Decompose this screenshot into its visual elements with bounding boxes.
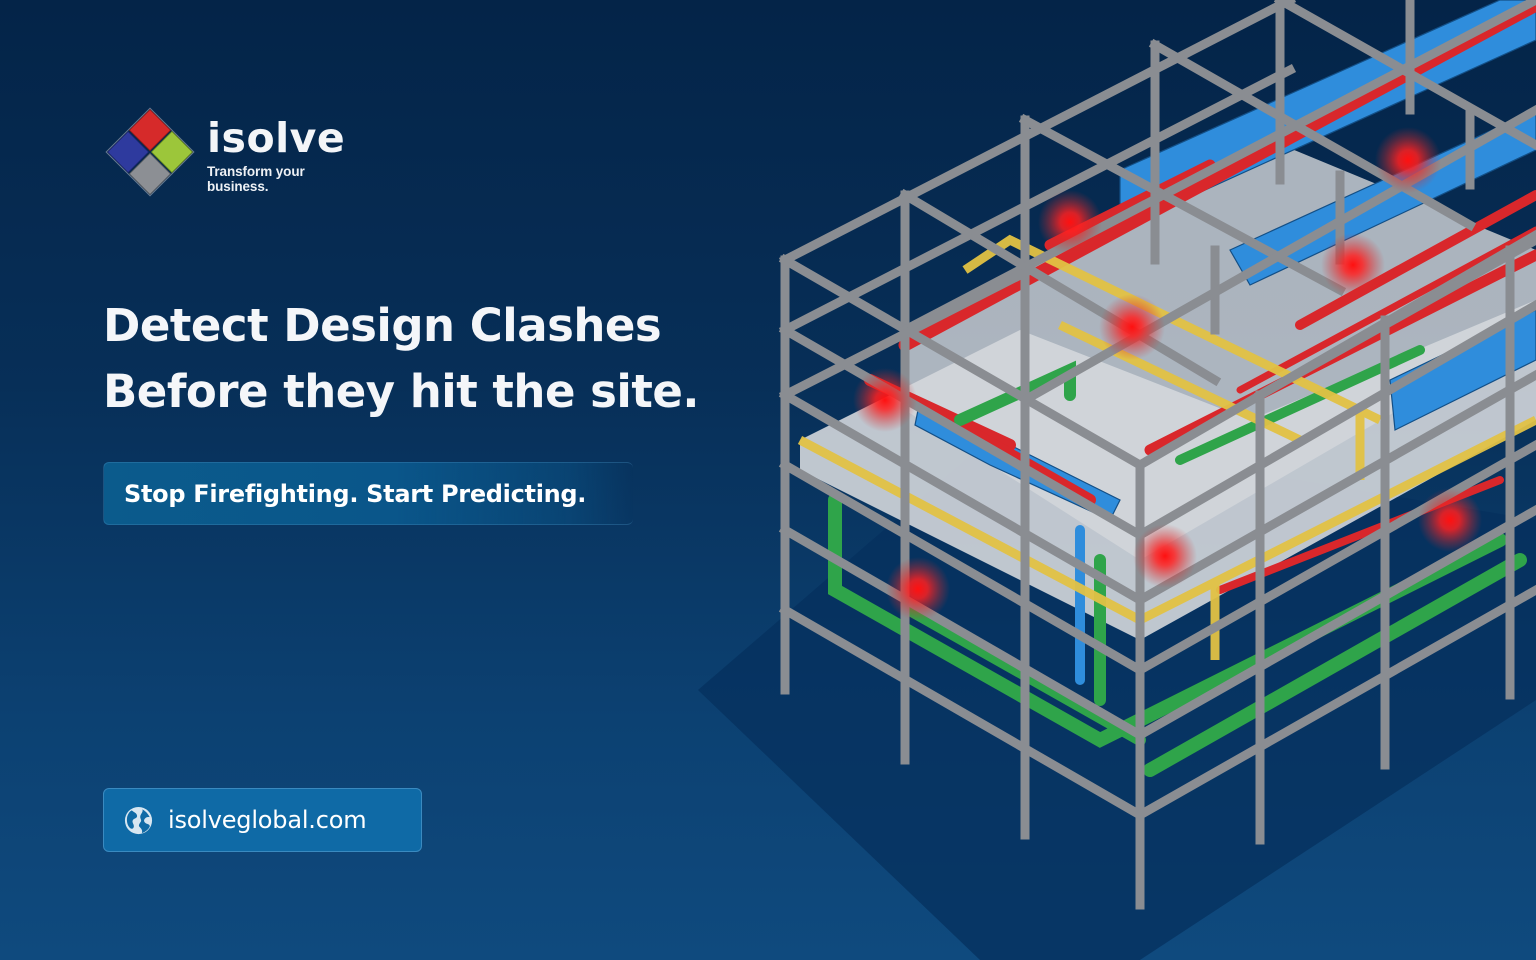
clash-marker <box>1418 488 1482 552</box>
brand-logo[interactable]: isolve Transform your business. <box>104 106 345 198</box>
clash-marker <box>1133 524 1197 588</box>
clash-marker <box>1321 233 1385 297</box>
clash-marker <box>886 557 950 621</box>
headline-line-1: Detect Design Clashes <box>103 299 662 352</box>
clash-marker <box>1038 190 1102 254</box>
bim-clash-illustration <box>698 0 1536 960</box>
website-link-button[interactable]: isolveglobal.com <box>103 788 422 852</box>
headline-line-2: Before they hit the site. <box>103 365 699 418</box>
subheadline-pill: Stop Firefighting. Start Predicting. <box>103 462 633 525</box>
brand-tagline: Transform your business. <box>207 164 305 194</box>
clash-marker <box>853 368 917 432</box>
clash-marker <box>1375 127 1441 193</box>
website-url: isolveglobal.com <box>168 806 367 834</box>
subheadline-text: Stop Firefighting. Start Predicting. <box>124 479 587 508</box>
page-headline: Detect Design Clashes Before they hit th… <box>103 293 699 425</box>
clash-marker <box>1099 294 1165 360</box>
clash-markers <box>853 127 1482 621</box>
steel-frame <box>778 0 1536 910</box>
globe-icon <box>124 806 153 834</box>
brand-name: isolve <box>207 114 346 162</box>
isolve-diamond-logo-icon <box>105 107 195 197</box>
